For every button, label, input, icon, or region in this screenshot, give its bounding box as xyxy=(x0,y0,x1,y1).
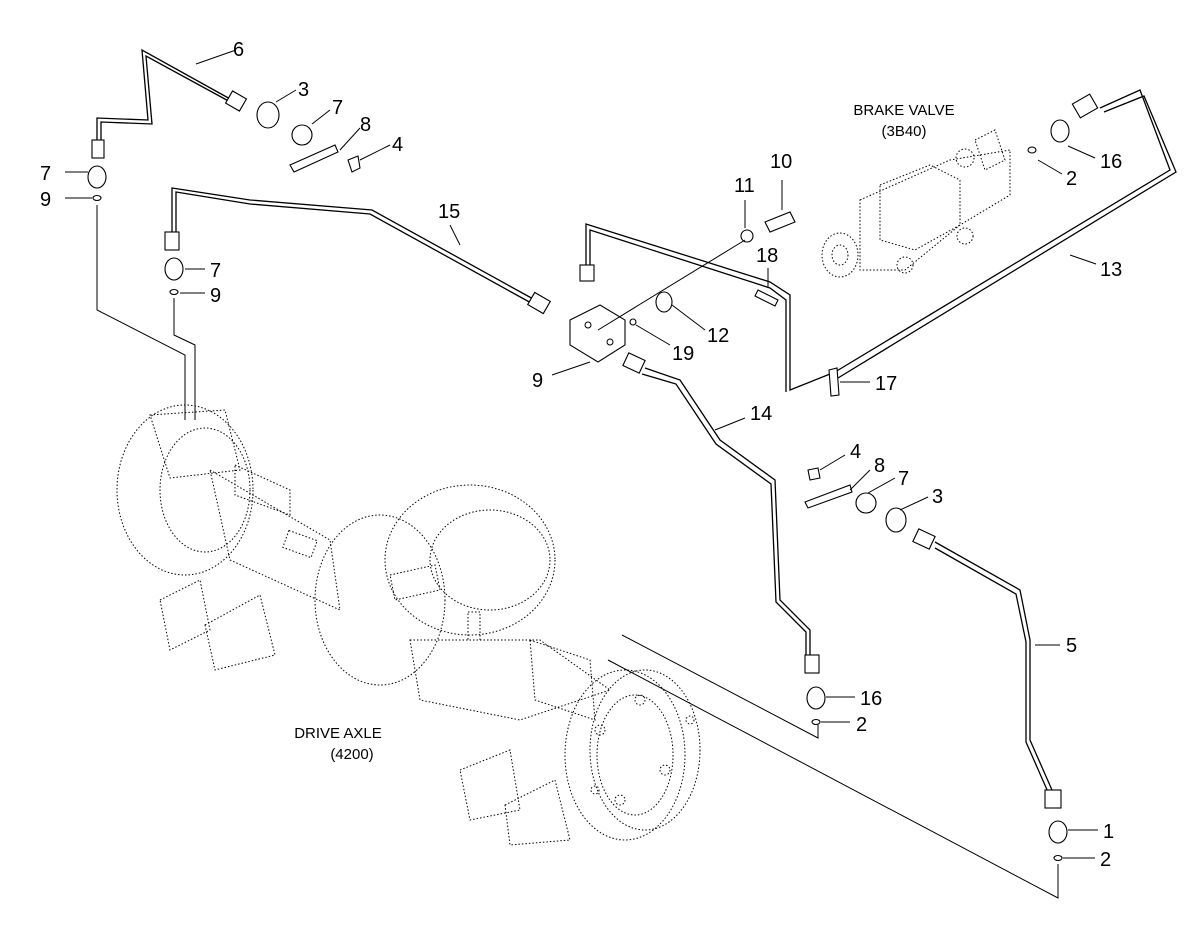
brake-valve-code: (3B40) xyxy=(881,123,926,140)
callout-7: 7 xyxy=(332,97,343,119)
explode-leader-lines xyxy=(65,49,1098,899)
callout-3: 3 xyxy=(298,79,309,101)
callout-4: 4 xyxy=(392,134,403,156)
drive-axle-code: (4200) xyxy=(330,746,373,763)
callout-19: 19 xyxy=(672,343,694,365)
callout-numbers: 6 3 7 8 4 7 9 7 9 15 11 10 18 12 19 9 14… xyxy=(40,39,1122,871)
callout-18: 18 xyxy=(756,245,778,267)
callout-6: 6 xyxy=(233,39,244,61)
hardware-parts xyxy=(87,101,1070,862)
drive-axle-drawing xyxy=(116,404,701,846)
callout-11: 11 xyxy=(734,175,755,197)
callout-16: 16 xyxy=(1100,151,1122,173)
brake-valve-drawing xyxy=(821,129,1011,278)
callout-13: 13 xyxy=(1100,259,1122,281)
callout-9: 9 xyxy=(40,189,51,211)
callout-15: 15 xyxy=(438,201,460,223)
callout-1: 1 xyxy=(1103,821,1114,843)
drive-axle-label: DRIVE AXLE xyxy=(294,725,382,742)
callout-5: 5 xyxy=(1066,635,1077,657)
callout-9: 9 xyxy=(210,285,221,307)
callout-2: 2 xyxy=(1066,168,1077,190)
callout-2: 2 xyxy=(856,714,867,736)
callout-10: 10 xyxy=(770,151,792,173)
callout-8: 8 xyxy=(360,114,371,136)
callout-16: 16 xyxy=(860,688,882,710)
callout-12: 12 xyxy=(707,325,729,347)
callout-17: 17 xyxy=(875,373,897,395)
brake-lines xyxy=(91,48,1177,809)
callout-8: 8 xyxy=(874,455,885,477)
callout-7: 7 xyxy=(210,260,221,282)
callout-4: 4 xyxy=(850,441,861,463)
callout-7: 7 xyxy=(898,468,909,490)
callout-7: 7 xyxy=(40,163,51,185)
callout-3: 3 xyxy=(932,486,943,508)
brake-valve-label: BRAKE VALVE xyxy=(853,102,954,119)
callout-9: 9 xyxy=(532,370,543,392)
callout-14: 14 xyxy=(750,403,772,425)
callout-2: 2 xyxy=(1100,849,1111,871)
